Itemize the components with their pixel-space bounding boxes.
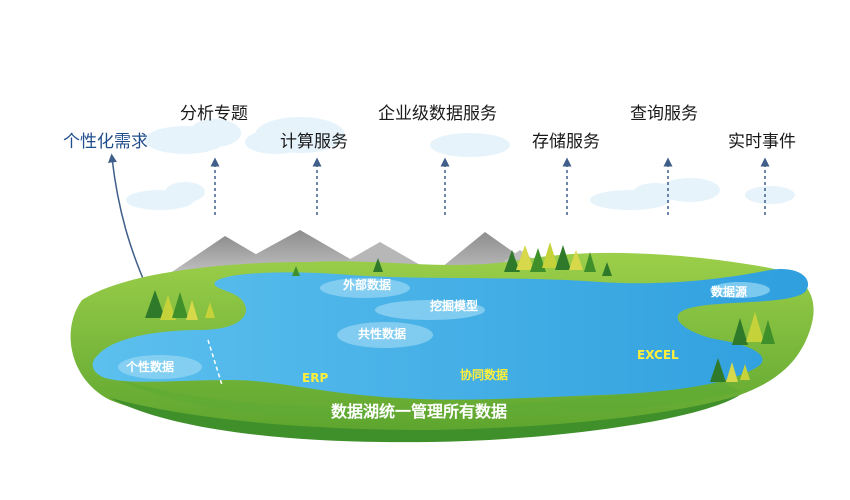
label-query-services: 查询服务 [630, 104, 698, 124]
trees [145, 242, 775, 382]
label-analysis-topics: 分析专题 [180, 104, 248, 124]
label-excel: EXCEL [637, 348, 679, 362]
label-storage-services: 存储服务 [532, 132, 600, 152]
caption-unified-management: 数据湖统一管理所有数据 [331, 402, 508, 421]
label-data-source: 数据源 [711, 285, 748, 299]
label-erp: ERP [302, 371, 329, 385]
connector-personal-needs [108, 153, 149, 291]
label-enterprise-data-services: 企业级数据服务 [378, 104, 497, 124]
label-external-data: 外部数据 [343, 278, 392, 292]
label-mining-model: 挖掘模型 [430, 299, 479, 313]
service-connectors [210, 157, 770, 215]
lake-highlights [118, 278, 770, 379]
label-collaboration-data: 协同数据 [460, 368, 509, 382]
clouds [126, 117, 795, 210]
label-personalized-needs: 个性化需求 [63, 132, 148, 152]
lake-water [92, 269, 809, 400]
label-compute-services: 计算服务 [280, 132, 348, 152]
label-shared-data: 共性数据 [358, 327, 407, 341]
lake-divider [207, 339, 223, 386]
label-personal-data: 个性数据 [126, 360, 175, 374]
label-realtime-events: 实时事件 [728, 132, 796, 152]
